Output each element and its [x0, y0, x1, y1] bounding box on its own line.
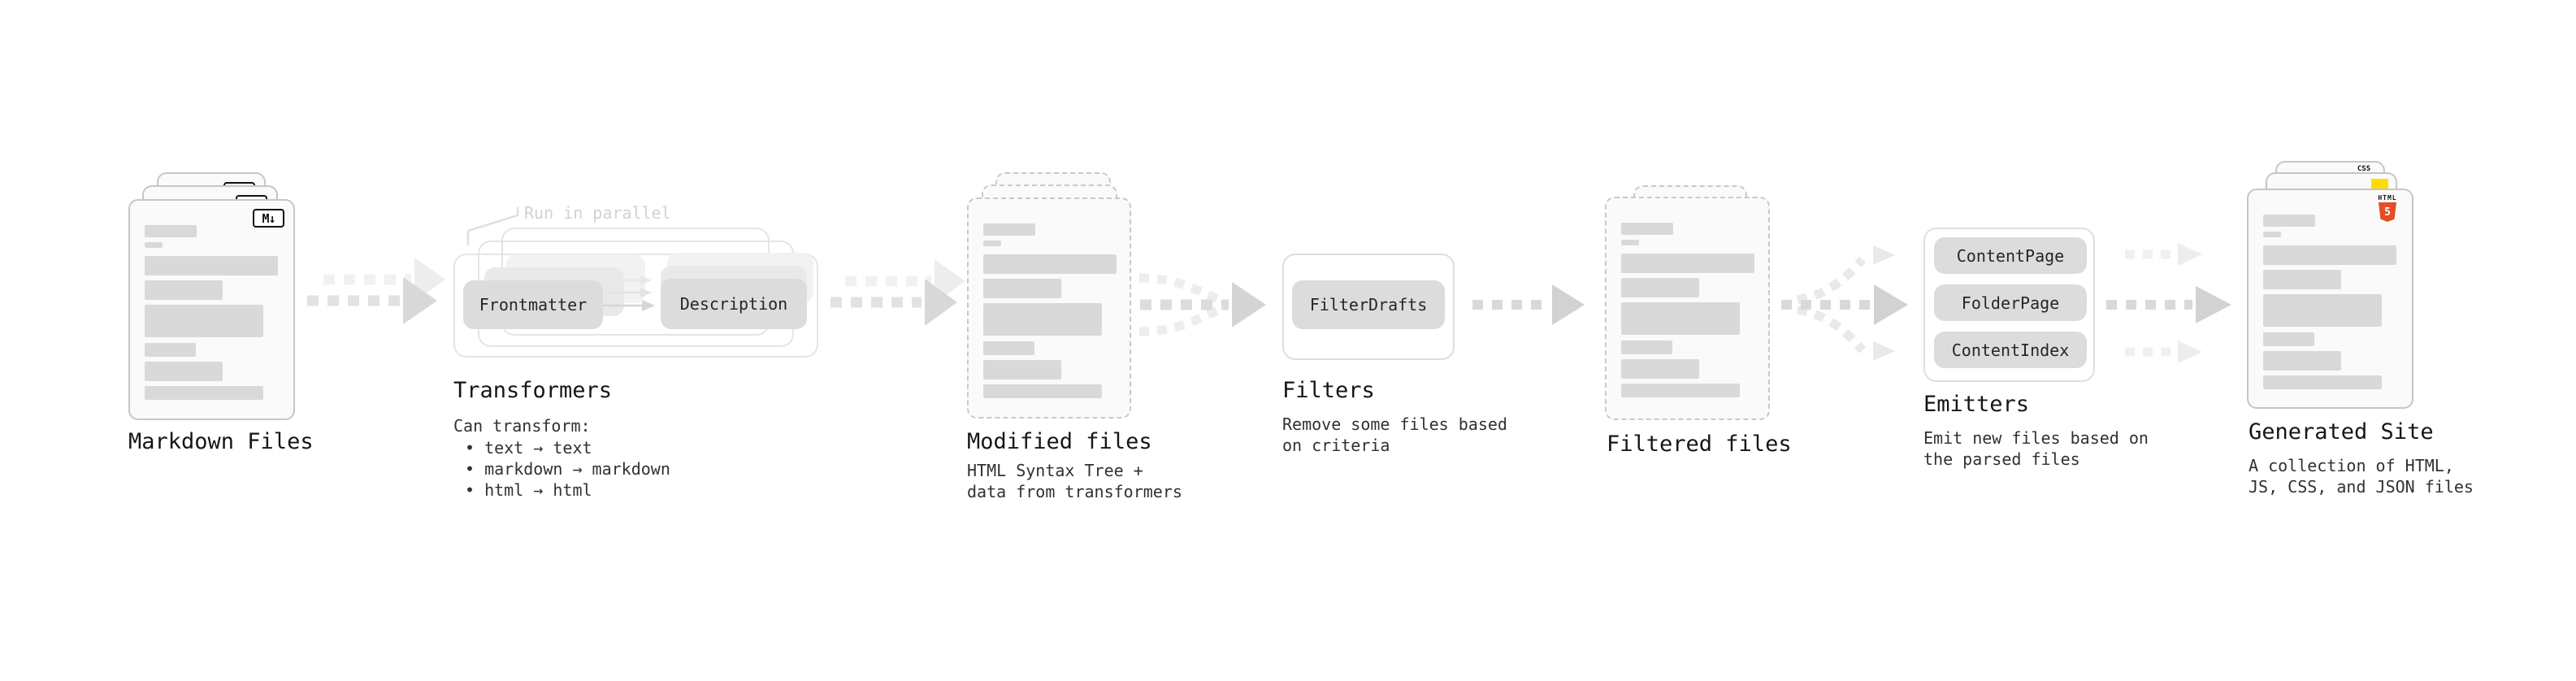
text-placeholder-bar	[145, 225, 197, 237]
text-placeholder-bar	[1621, 223, 1673, 235]
javascript-icon	[2371, 179, 2388, 191]
arrow-transformers-to-modified	[830, 259, 965, 326]
text-placeholder-bar	[983, 303, 1102, 336]
description-pill: Description	[661, 279, 807, 329]
filtered-file-card-front	[1605, 197, 1770, 420]
filtered-files-label: Filtered files	[1607, 432, 1792, 457]
arrow-filters-to-filtered	[1472, 284, 1585, 325]
emitters-desc-line1: Emit new files based on	[1923, 428, 2149, 448]
text-placeholder-bar	[983, 223, 1035, 236]
text-placeholder-bar	[1621, 278, 1699, 297]
filters-desc-line1: Remove some files based	[1282, 414, 1507, 434]
arrow-emitters-to-generated	[2106, 243, 2231, 363]
markdown-icon: M↓	[253, 209, 284, 228]
arrow-diverge-curve-bottom	[1796, 305, 1867, 354]
emitters-label: Emitters	[1923, 392, 2030, 417]
filters-label: Filters	[1282, 378, 1375, 403]
text-placeholder-bar	[145, 305, 263, 337]
text-placeholder-bar	[983, 241, 1001, 246]
text-placeholder-bar	[983, 341, 1034, 355]
arrow-head	[403, 277, 437, 324]
text-placeholder-bar	[2263, 375, 2382, 389]
modified-files-desc-line1: HTML Syntax Tree +	[967, 461, 1143, 480]
generated-file-card-front: HTML 5	[2247, 189, 2413, 409]
arrow-echo-head	[414, 258, 445, 301]
arrow-head-middle	[2196, 286, 2231, 323]
text-placeholder-bar	[983, 360, 1061, 380]
text-placeholder-bar	[2263, 245, 2396, 265]
text-placeholder-bar	[2263, 351, 2341, 371]
arrow-head	[1552, 284, 1585, 325]
markdown-file-card-front: M↓	[128, 199, 295, 420]
text-placeholder-bar	[1621, 302, 1740, 335]
text-placeholder-bar	[2263, 215, 2315, 227]
arrow-diverge-curve-top	[1796, 256, 1867, 305]
contentpage-pill: ContentPage	[1934, 237, 2087, 274]
transformers-bullet: • markdown → markdown	[465, 459, 670, 479]
arrow-filtered-to-emitters	[1781, 245, 1908, 361]
html5-icon-text: HTML	[2378, 194, 2397, 202]
folderpage-pill: FolderPage	[1934, 284, 2087, 321]
arrow-echo-head	[935, 259, 965, 303]
text-placeholder-bar	[2263, 332, 2314, 346]
transformers-bullet: • html → html	[465, 480, 592, 500]
text-placeholder-bar	[1621, 254, 1754, 273]
arrow-modified-to-filters	[1138, 273, 1266, 336]
contentindex-pill: ContentIndex	[1934, 332, 2087, 368]
frontmatter-pill: Frontmatter	[463, 280, 603, 329]
text-placeholder-bar	[2263, 294, 2382, 327]
text-placeholder-bar	[2263, 232, 2281, 237]
text-placeholder-bar	[1621, 340, 1672, 354]
transformers-bullet: • text → text	[465, 438, 592, 458]
html5-icon-number: 5	[2384, 206, 2391, 219]
text-placeholder-bar	[983, 279, 1061, 298]
modified-file-card-front	[967, 197, 1131, 419]
text-placeholder-bar	[145, 280, 223, 300]
text-placeholder-bar	[145, 256, 278, 275]
text-placeholder-bar	[983, 384, 1102, 398]
text-placeholder-bar	[145, 242, 163, 248]
text-placeholder-bar	[1621, 359, 1699, 379]
text-placeholder-bar	[983, 254, 1117, 274]
html5-icon-shield: 5	[2379, 202, 2396, 222]
arrow-diverge-head-bottom	[1873, 341, 1895, 361]
arrow-converge-curve-top	[1138, 273, 1225, 306]
arrow-diverge-head-top	[1873, 245, 1895, 265]
arrow-markdown-to-transformers	[307, 258, 445, 324]
arrow-head	[1874, 284, 1908, 325]
run-in-parallel-note: Run in parallel	[524, 203, 671, 223]
emitters-desc-line2: the parsed files	[1923, 449, 2080, 469]
html5-icon: HTML 5	[2374, 194, 2400, 222]
text-placeholder-bar	[145, 362, 223, 381]
transformers-desc-title: Can transform:	[453, 416, 591, 436]
text-placeholder-bar	[145, 343, 196, 357]
generated-site-desc-line1: A collection of HTML,	[2249, 456, 2454, 475]
css-icon-text: CSS	[2357, 165, 2371, 173]
modified-files-label: Modified files	[967, 429, 1152, 454]
generated-site-label: Generated Site	[2249, 419, 2434, 445]
arrow-head	[925, 279, 957, 326]
arrow-converge-curve-bottom	[1138, 303, 1225, 336]
text-placeholder-bar	[145, 386, 263, 400]
text-placeholder-bar	[1621, 384, 1740, 397]
filters-desc-line2: on criteria	[1282, 436, 1390, 455]
generated-site-desc-line2: JS, CSS, and JSON files	[2249, 477, 2474, 497]
transformers-label: Transformers	[453, 378, 613, 403]
text-placeholder-bar	[1621, 240, 1639, 245]
markdown-files-label: Markdown Files	[128, 429, 314, 454]
text-placeholder-bar	[2263, 270, 2341, 289]
filterdrafts-pill: FilterDrafts	[1292, 280, 1445, 329]
modified-files-desc-line2: data from transformers	[967, 482, 1182, 501]
arrow-head-top	[2178, 243, 2202, 266]
arrow-head-bottom	[2178, 340, 2202, 363]
arrow-head	[1232, 282, 1266, 327]
